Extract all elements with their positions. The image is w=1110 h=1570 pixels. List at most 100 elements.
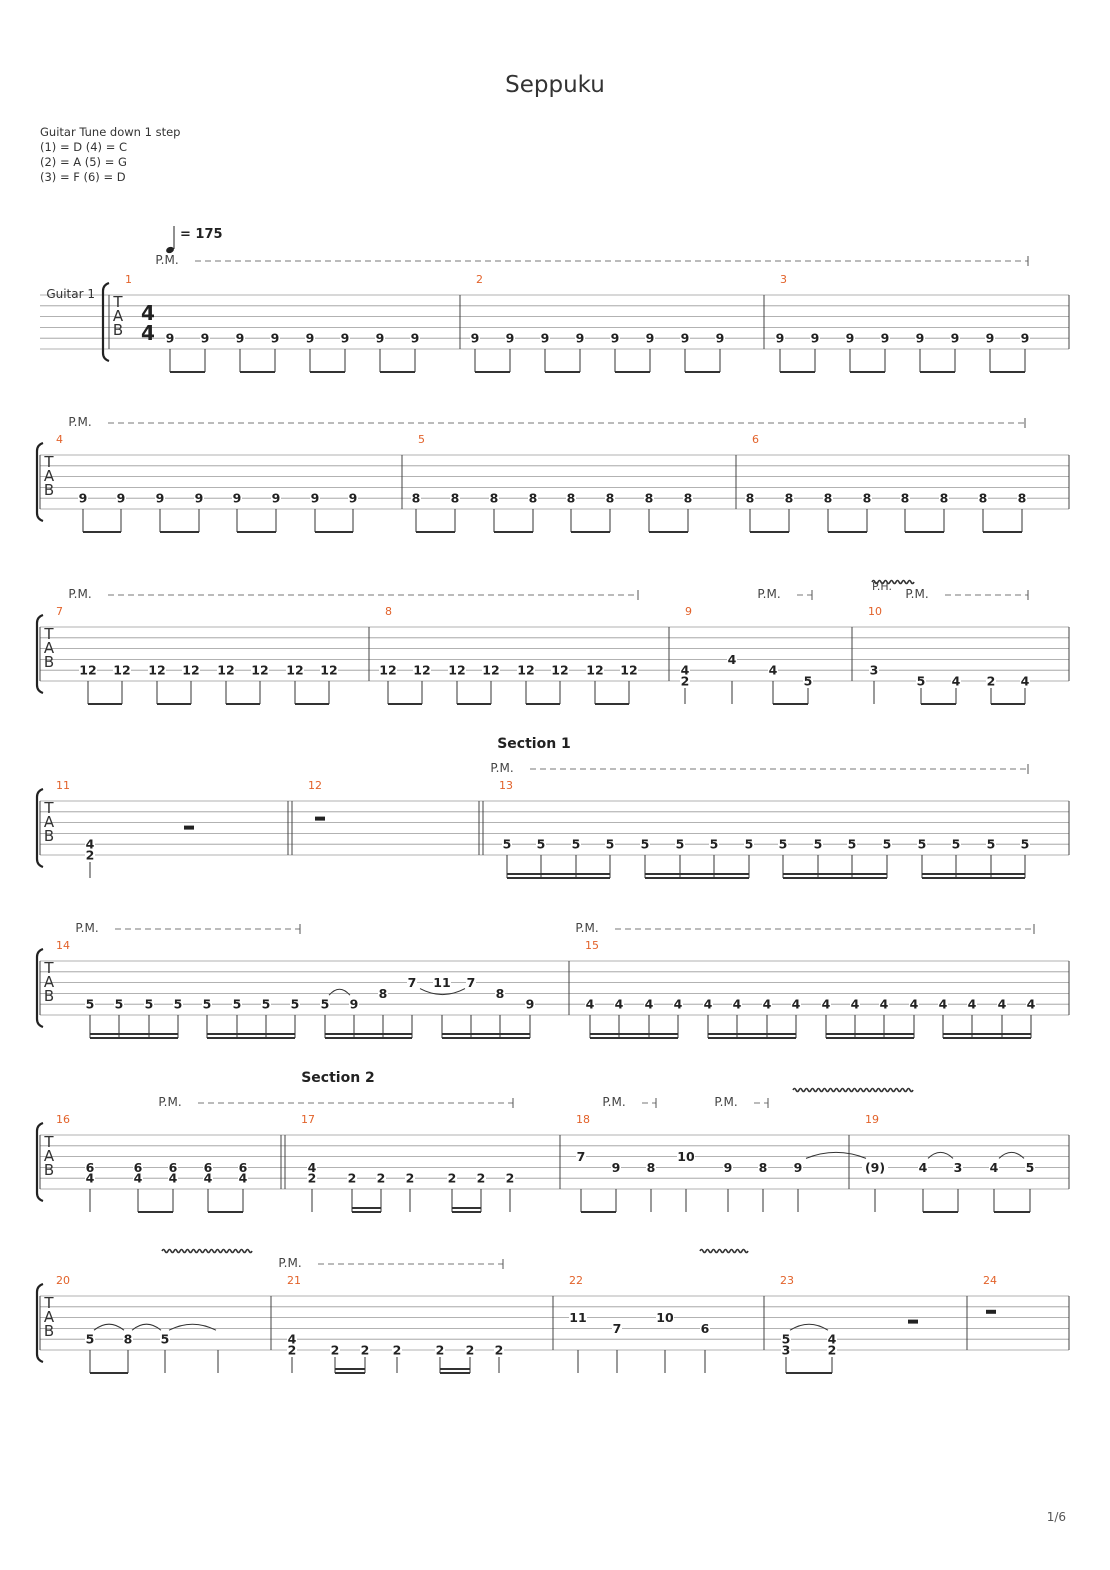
fret-number: 4 [769, 663, 778, 678]
fret-background [950, 332, 960, 345]
tab-clef-letter: T [43, 625, 54, 643]
tie-arc [168, 1323, 217, 1331]
tuning-line: (2) = A (5) = G [40, 155, 127, 169]
measure-number: 9 [685, 605, 692, 618]
fret-number: 7 [613, 1321, 622, 1336]
fret-background [612, 1322, 622, 1335]
fret-number: 4 [828, 1332, 837, 1347]
fret-background [680, 664, 690, 677]
fret-background [290, 998, 300, 1011]
fret-number: 5 [952, 837, 961, 852]
fret-number: 9 [1021, 331, 1030, 346]
fret-number: 4 [763, 997, 772, 1012]
fret-background [862, 492, 872, 505]
fret-background [803, 675, 813, 687]
palm-mute-label: P.M. [757, 587, 780, 601]
tie-arc [328, 988, 351, 996]
fret-background [203, 1172, 213, 1185]
fret-background [823, 492, 833, 505]
fret-background [610, 332, 620, 345]
fret-number: 4 [704, 997, 713, 1012]
fret-background [410, 332, 420, 345]
fret-number: 12 [517, 663, 534, 678]
fret-background [951, 838, 961, 851]
fret-number: 2 [436, 1343, 445, 1358]
quarter-note-icon [166, 246, 174, 254]
fret-background [235, 332, 245, 345]
fret-background [762, 998, 772, 1011]
fret-number: 9 [681, 331, 690, 346]
tab-clef-letter: T [112, 293, 123, 311]
fret-number: 3 [954, 1160, 963, 1175]
palm-mute-label: P.M. [155, 253, 178, 267]
half-rest-icon [986, 1309, 996, 1314]
fret-background [768, 664, 778, 677]
fret-background [148, 664, 166, 677]
fret-number: 4 [586, 997, 595, 1012]
fret-background [827, 1344, 837, 1356]
fret-number: 9 [724, 1160, 733, 1175]
fret-background [310, 492, 320, 505]
system-bracket [35, 947, 44, 1029]
fret-background [494, 1344, 504, 1356]
fret-background [450, 492, 460, 505]
tuning-line: (3) = F (6) = D [40, 170, 126, 184]
fret-background [850, 998, 860, 1011]
fret-number: 4 [990, 1160, 999, 1175]
measure-number: 19 [865, 1113, 879, 1126]
fret-number: 5 [537, 837, 546, 852]
fret-number: 2 [308, 1171, 317, 1186]
fret-number: 4 [733, 997, 742, 1012]
fret-number: 4 [952, 674, 961, 689]
tuning-heading: Guitar Tune down 1 step [40, 125, 181, 139]
fret-number: 8 [412, 491, 421, 506]
fret-number: 12 [620, 663, 637, 678]
measure-number: 3 [780, 273, 787, 286]
fret-number: 9 [916, 331, 925, 346]
fret-number: 5 [710, 837, 719, 852]
fret-number: 5 [1021, 837, 1030, 852]
fret-background [916, 675, 926, 687]
fret-background [435, 1344, 445, 1356]
fret-background [997, 998, 1007, 1011]
fret-background [203, 1161, 213, 1174]
fret-background [476, 1172, 486, 1185]
score-title: Seppuku [505, 72, 605, 98]
fret-background [286, 664, 304, 677]
fret-number: 4 [86, 1171, 95, 1186]
tab-clef-letter: B [44, 481, 54, 499]
fret-background [155, 492, 165, 505]
fret-background [165, 332, 175, 345]
fret-number: 7 [577, 1149, 586, 1164]
fret-number: 12 [551, 663, 568, 678]
tab-clef-letter: T [43, 959, 54, 977]
fret-number: 8 [647, 1160, 656, 1175]
fret-background [939, 492, 949, 505]
palm-mute-label: P.M. [490, 761, 513, 775]
tuning-line: (1) = D (4) = C [40, 140, 128, 154]
fret-background [85, 1172, 95, 1185]
fret-number: 9 [79, 491, 88, 506]
fret-number: 9 [986, 331, 995, 346]
fret-background [978, 492, 988, 505]
fret-background [360, 1344, 370, 1356]
fret-background [703, 998, 713, 1011]
fret-number: 9 [846, 331, 855, 346]
fret-number: 8 [824, 491, 833, 506]
measure-number: 18 [576, 1113, 590, 1126]
fret-background [723, 1161, 733, 1174]
fret-number: 9 [506, 331, 515, 346]
fret-background [232, 998, 242, 1011]
fret-number: 9 [646, 331, 655, 346]
fret-background [571, 838, 581, 851]
fret-number: 5 [115, 997, 124, 1012]
fret-number: 4 [674, 997, 683, 1012]
fret-number: 5 [606, 837, 615, 852]
fret-background [466, 976, 476, 989]
fret-number: 12 [148, 663, 165, 678]
fret-number: 12 [113, 663, 130, 678]
fret-number: 8 [759, 1160, 768, 1175]
fret-background [85, 838, 95, 851]
fret-number: 2 [377, 1171, 386, 1186]
